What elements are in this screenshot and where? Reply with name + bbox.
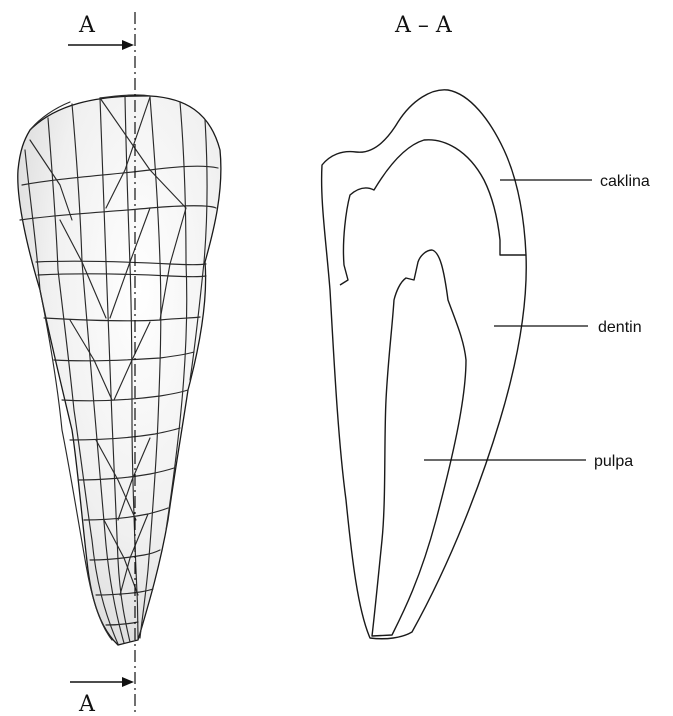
tooth-3d-view bbox=[18, 95, 221, 645]
enamel-label: caklina bbox=[600, 173, 650, 190]
section-title: A – A bbox=[394, 13, 453, 38]
section-arrow-top bbox=[68, 40, 134, 50]
tooth-3d-silhouette bbox=[18, 96, 221, 645]
tooth-cross-section bbox=[322, 90, 527, 639]
pulp-canal-outline bbox=[372, 250, 466, 636]
pulp-label: pulpa bbox=[594, 453, 633, 470]
section-arrow-bottom bbox=[70, 677, 134, 687]
section-marker-bottom: A bbox=[78, 692, 96, 716]
tooth-outer-outline bbox=[322, 90, 527, 639]
enamel-dentin-boundary bbox=[340, 140, 526, 285]
section-marker-top: A bbox=[78, 13, 96, 38]
dentin-label: dentin bbox=[598, 319, 642, 336]
